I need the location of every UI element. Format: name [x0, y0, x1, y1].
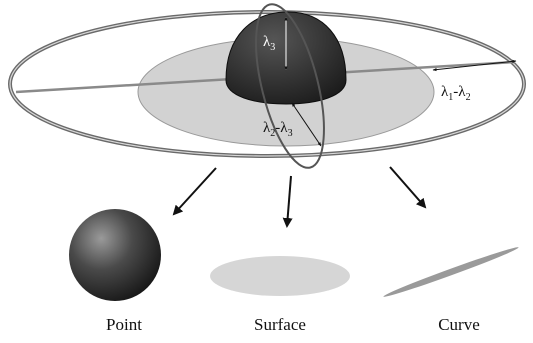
surface-label: Surface [254, 315, 306, 334]
arrow-to-point [172, 167, 217, 216]
lambda1-minus-lambda2-label: λ1-λ2 [441, 84, 471, 103]
lambda2-lambda3-arrow [291, 102, 322, 147]
point-sphere [69, 209, 161, 301]
arrow-to-curve [389, 166, 427, 209]
lambda3-label: λ3 [263, 34, 275, 53]
surface-disk [210, 256, 350, 296]
vertical-ring [255, 3, 325, 169]
arrow-to-surface [282, 175, 293, 228]
lambda2-minus-lambda3-label: λ2-λ3 [263, 120, 293, 139]
lambda1-lambda2-arrow [432, 59, 517, 72]
curve-stick [383, 247, 519, 297]
outer-ring [8, 10, 526, 158]
point-label: Point [106, 315, 142, 334]
curve-label: Curve [438, 315, 480, 334]
